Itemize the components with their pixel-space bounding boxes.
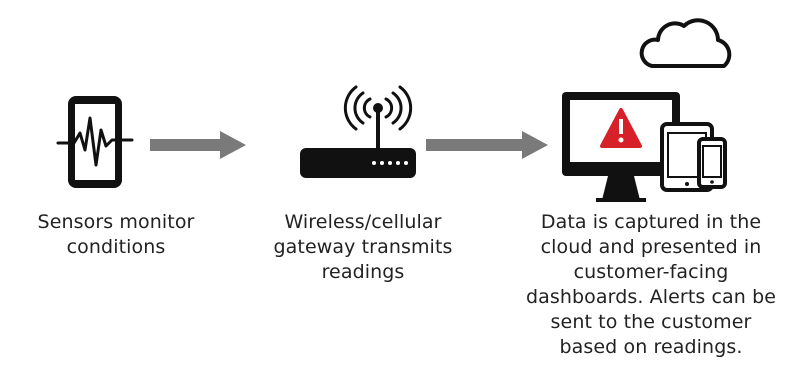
caption-sensors: Sensors monitor conditions [37, 211, 195, 258]
desktop-monitor-icon [562, 92, 680, 202]
wireless-gateway-icon [300, 85, 416, 178]
flow-arrow-2 [426, 131, 548, 159]
smartphone-icon [697, 137, 727, 189]
cloud-icon [639, 18, 732, 68]
caption-cloud-dashboard: Data is captured in the cloud and presen… [525, 211, 777, 358]
alert-icon [600, 108, 642, 148]
sensor-phone-icon [56, 96, 134, 188]
caption-gateway: Wireless/cellular gateway transmits read… [273, 211, 453, 283]
flow-arrow-1 [150, 131, 246, 159]
cloud-devices-alert-icon [562, 18, 732, 202]
